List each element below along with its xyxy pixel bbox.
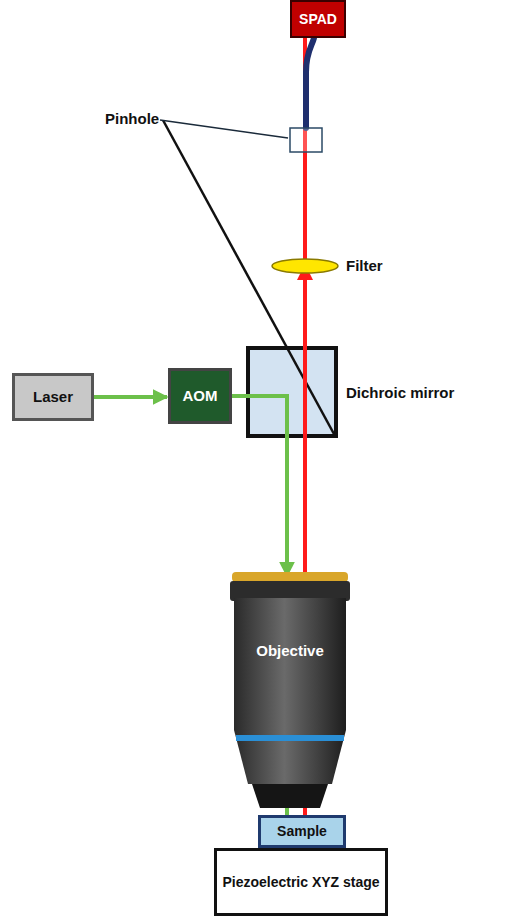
sample-box: Sample (258, 815, 346, 848)
dichroic-diagonal (163, 121, 334, 435)
node-text: Laser (33, 388, 73, 405)
objective-outline (228, 572, 352, 808)
objective-lens: Objective (228, 572, 352, 808)
optical-fiber (306, 38, 314, 128)
node-text: Objective (256, 642, 324, 659)
node-text: Piezoelectric XYZ stage (222, 874, 379, 890)
node-text: Sample (277, 823, 327, 839)
filter-ellipse (272, 259, 338, 273)
light-beam (94, 395, 167, 399)
dichroic-cube (248, 348, 336, 436)
part-label: Dichroic mirror (346, 384, 454, 401)
stage-box: Piezoelectric XYZ stage (214, 848, 387, 916)
leader-line (160, 120, 288, 138)
light-beam (232, 396, 287, 576)
detector-box: SPAD (290, 0, 346, 38)
part-label: Pinhole (105, 110, 159, 127)
part-label: Filter (346, 257, 383, 274)
pinhole-box (290, 128, 322, 152)
modulator-box: AOM (168, 368, 232, 424)
node-text: AOM (183, 387, 218, 404)
node-text: SPAD (299, 11, 337, 27)
laser-box: Laser (12, 373, 94, 421)
